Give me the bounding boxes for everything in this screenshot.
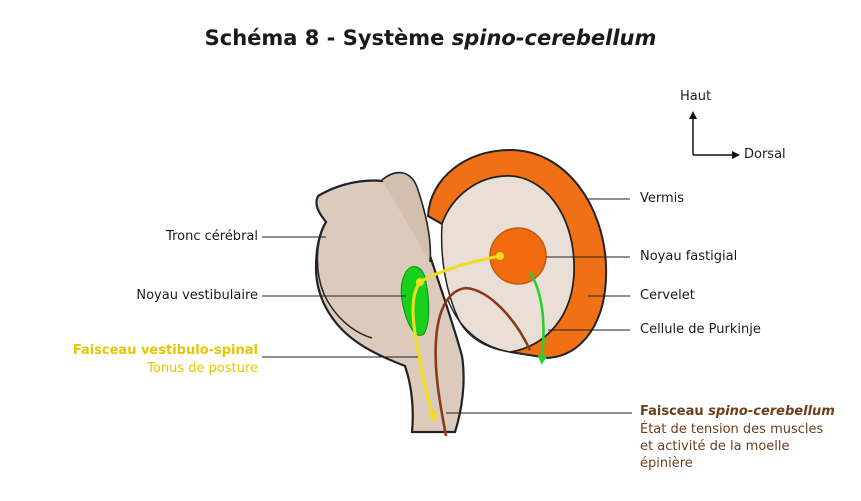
label-purkinje: Cellule de Purkinje bbox=[640, 322, 761, 337]
leader-lines bbox=[262, 198, 632, 414]
label-spino-line3: épinière bbox=[640, 456, 693, 471]
title-italic: spino-cerebellum bbox=[451, 26, 657, 50]
orientation-compass bbox=[689, 111, 740, 159]
vestibulo-spinal-relay bbox=[416, 278, 424, 286]
label-tronc-cerebral: Tronc cérébral bbox=[166, 229, 258, 244]
spino-title-prefix: Faisceau bbox=[640, 404, 709, 419]
title-prefix: Schéma 8 - Système bbox=[204, 26, 452, 50]
label-cervelet: Cervelet bbox=[640, 288, 695, 303]
vestibulo-spinal-tract bbox=[411, 254, 501, 423]
spino-title-italic: spino-cerebellum bbox=[708, 404, 835, 419]
brainstem-bulge bbox=[316, 221, 373, 339]
fastigial-nucleus bbox=[489, 227, 547, 285]
label-vestibulo-title: Faisceau vestibulo-spinal bbox=[72, 343, 258, 358]
orientation-up-label: Haut bbox=[680, 89, 712, 104]
label-noyau-fastigial: Noyau fastigial bbox=[640, 249, 738, 264]
label-noyau-vestibulaire: Noyau vestibulaire bbox=[136, 288, 258, 303]
brainstem-fold bbox=[381, 171, 432, 263]
cerebellum-inner-edge bbox=[447, 299, 511, 353]
label-vermis: Vermis bbox=[640, 191, 685, 206]
vestibulo-spinal-origin bbox=[496, 252, 504, 260]
label-spino-line2: et activité de la moelle bbox=[640, 439, 790, 454]
label-vestibulo-subtitle: Tonus de posture bbox=[147, 361, 258, 376]
purkinje-tract bbox=[528, 271, 548, 365]
page-title: Schéma 8 - Système spino-cerebellum bbox=[0, 26, 861, 50]
label-spino-line1: État de tension des muscles bbox=[640, 422, 824, 437]
spino-cerebellum-tract bbox=[434, 286, 532, 437]
label-spino-title: Faisceau spino-cerebellum bbox=[640, 404, 835, 419]
orientation-right-label: Dorsal bbox=[744, 147, 786, 162]
